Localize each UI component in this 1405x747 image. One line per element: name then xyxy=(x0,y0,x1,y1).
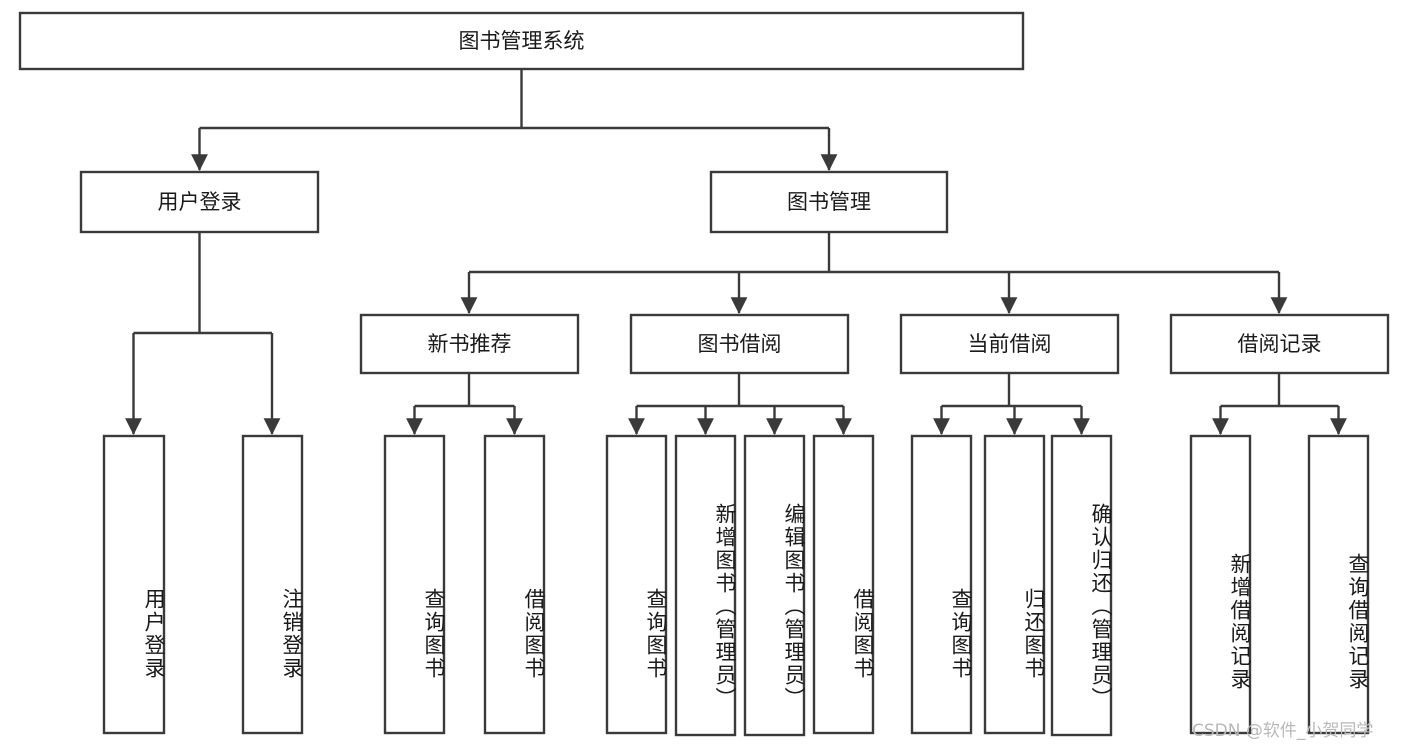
node-user-login-label: 用户登录 xyxy=(158,190,242,214)
leaf-node-layer xyxy=(102,434,1370,737)
node-root-label: 图书管理系统 xyxy=(459,29,585,53)
node-borrow-record[interactable]: 借阅记录 xyxy=(1169,313,1390,375)
leaf-node-box-leaf_user_login[interactable] xyxy=(102,434,166,735)
node-new-book-rec-box[interactable] xyxy=(359,313,580,375)
leaf-node-box-leaf_query_book_bor[interactable] xyxy=(605,434,668,735)
leaf-node-box-leaf_confirm_return[interactable] xyxy=(1050,434,1113,737)
node-layer: 图书管理系统 用户登录 图书管理 新书推荐 图书借阅 当前 xyxy=(18,11,1390,737)
node-user-login-box[interactable] xyxy=(79,170,320,234)
leaf-node-box-leaf_query_book_rec[interactable] xyxy=(383,434,446,735)
watermark-text: CSDN @软件_小贺同学 xyxy=(1192,721,1374,741)
node-borrow-record-label: 借阅记录 xyxy=(1238,332,1322,356)
node-borrow-record-box[interactable] xyxy=(1169,313,1390,375)
node-book-borrow[interactable]: 图书借阅 xyxy=(629,313,850,375)
leaf-node-box-leaf_edit_book[interactable] xyxy=(743,434,806,737)
node-new-book-rec-label: 新书推荐 xyxy=(428,332,512,356)
connector-layer xyxy=(125,69,1347,436)
node-new-book-rec[interactable]: 新书推荐 xyxy=(359,313,580,375)
node-book-borrow-label: 图书借阅 xyxy=(698,332,782,356)
node-book-borrow-box[interactable] xyxy=(629,313,850,375)
node-user-login[interactable]: 用户登录 xyxy=(79,170,320,234)
leaf-node-box-leaf_query_book_cur[interactable] xyxy=(910,434,973,735)
leaf-node-box-leaf_add_record[interactable] xyxy=(1189,434,1252,735)
leaf-node-box-leaf_return_book[interactable] xyxy=(983,434,1046,735)
node-book-manage[interactable]: 图书管理 xyxy=(709,170,949,234)
node-current-borrow[interactable]: 当前借阅 xyxy=(899,313,1120,375)
node-current-borrow-box[interactable] xyxy=(899,313,1120,375)
node-current-borrow-label: 当前借阅 xyxy=(968,332,1052,356)
leaf-node-box-leaf_query_record[interactable] xyxy=(1307,434,1370,735)
node-root[interactable]: 图书管理系统 xyxy=(18,11,1025,71)
leaf-node-box-leaf_user_logout[interactable] xyxy=(241,434,304,735)
node-book-manage-label: 图书管理 xyxy=(787,190,871,214)
node-root-box[interactable] xyxy=(18,11,1025,71)
leaf-node-box-leaf_borrow_book_rec[interactable] xyxy=(483,434,546,735)
leaf-node-box-leaf_borrow_book_bor[interactable] xyxy=(812,434,875,735)
leaf-node-box-leaf_add_book[interactable] xyxy=(674,434,737,737)
node-book-manage-box[interactable] xyxy=(709,170,949,234)
